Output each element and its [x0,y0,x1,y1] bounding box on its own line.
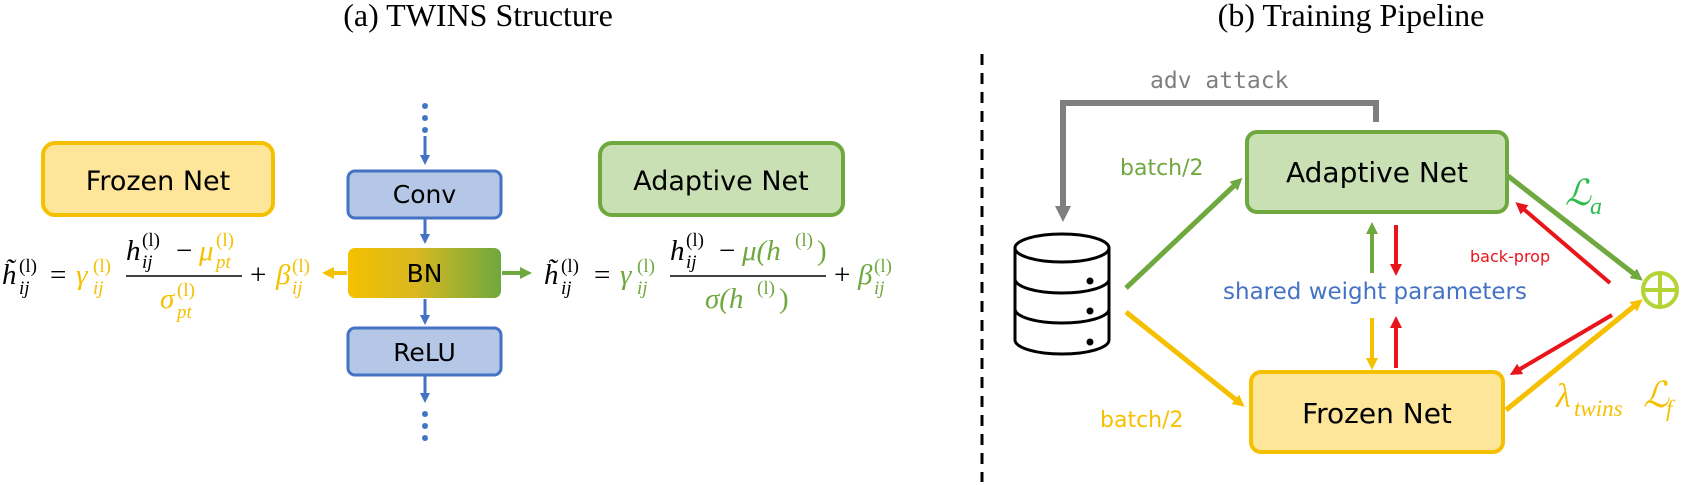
svg-text:σ(h: σ(h [705,283,743,315]
adaptive-bn-formula: h̃ (l) ij = γ (l) ij h (l) ij − μ(h (l) … [544,230,892,315]
svg-text:twins: twins [1574,396,1623,421]
svg-text:h: h [670,235,685,267]
svg-text:(l): (l) [757,278,775,299]
svg-text:=: = [594,259,610,291]
adaptive-net-box-left: Adaptive Net [598,141,845,217]
adaptive-net-label-right: Adaptive Net [1286,156,1468,189]
svg-text:a: a [1590,194,1602,220]
batch-arrow-to-adaptive [1124,177,1243,290]
svg-text:h: h [126,235,141,267]
svg-text:σ: σ [160,283,176,315]
svg-text:μ: μ [198,235,214,267]
svg-text:ij: ij [686,252,697,273]
svg-text:ij: ij [142,252,153,273]
svg-text:ij: ij [292,278,303,299]
frozen-net-box-right: Frozen Net [1249,370,1505,454]
pipeline-bottom-dots [422,411,428,441]
frozen-net-box-left: Frozen Net [41,141,275,217]
adv-attack-arrow [1055,100,1379,222]
database-icon [1013,232,1111,356]
pipeline-top-dots [422,103,428,133]
svg-text:ℒ: ℒ [1565,173,1592,213]
svg-text:pt: pt [214,252,232,273]
svg-text:β: β [275,259,291,291]
svg-text:(l): (l) [561,256,579,277]
frozen-to-sum-arrow [1504,299,1643,412]
svg-text:λ: λ [1555,378,1571,415]
frozen-net-label-right: Frozen Net [1302,397,1452,430]
backprop-arrow-adaptive [1515,202,1612,285]
sum-operator-icon [1641,271,1679,309]
svg-text:(l): (l) [93,256,111,277]
adv-attack-label: adv attack [1150,68,1289,94]
svg-text:ij: ij [93,278,104,299]
batch-top-label: batch/2 [1120,156,1204,181]
svg-text:μ(h: μ(h [741,235,781,267]
bn-label: BN [407,259,443,288]
loss-adaptive-label: ℒ a [1565,173,1602,220]
svg-text:γ: γ [76,259,89,291]
svg-text:(l): (l) [686,230,704,251]
svg-text:): ) [779,283,789,315]
frozen-net-label-left: Frozen Net [86,166,230,197]
bn-block: BN [348,248,501,298]
svg-text:ij: ij [874,278,885,299]
svg-text:−: − [176,235,192,267]
svg-text:ℒ: ℒ [1643,375,1670,415]
svg-text:f: f [1666,396,1676,421]
conv-block: Conv [346,169,503,220]
svg-text:(l): (l) [177,280,195,301]
svg-text:(l): (l) [292,256,310,277]
svg-text:ij: ij [637,278,648,299]
left-title: (a) TWINS Structure [343,0,613,33]
backprop-arrow-frozen [1509,313,1614,376]
svg-text:=: = [50,259,66,291]
batch-bottom-label: batch/2 [1100,408,1184,433]
svg-text:(l): (l) [795,230,813,251]
adaptive-net-box-right: Adaptive Net [1245,130,1509,214]
svg-text:(l): (l) [874,256,892,277]
svg-text:β: β [857,259,873,291]
loss-frozen-label: λ twins ℒ f [1555,375,1676,421]
svg-text:(l): (l) [19,256,37,277]
shared-weight-label: shared weight parameters [1223,279,1527,305]
svg-text:ij: ij [561,278,572,299]
frozen-bn-formula: h̃ (l) ij = γ (l) ij h (l) ij − μ (l) pt… [2,230,310,323]
batch-arrow-to-frozen [1124,310,1245,407]
svg-text:(l): (l) [142,230,160,251]
adaptive-to-sum-arrow [1506,174,1643,281]
svg-text:pt: pt [175,302,193,323]
right-title: (b) Training Pipeline [1218,0,1485,33]
svg-text:+: + [834,259,850,291]
svg-text:ij: ij [19,278,30,299]
svg-text:(l): (l) [637,256,655,277]
svg-text:−: − [719,235,735,267]
svg-text:h̃: h̃ [2,258,17,291]
relu-label: ReLU [393,338,456,367]
relu-block: ReLU [346,326,503,377]
conv-label: Conv [393,180,457,209]
svg-text:): ) [817,235,827,267]
svg-text:γ: γ [620,259,633,291]
adaptive-net-label-left: Adaptive Net [633,166,808,197]
back-prop-label: back-prop [1470,247,1550,266]
svg-text:+: + [250,259,266,291]
svg-text:h̃: h̃ [544,258,559,291]
svg-text:(l): (l) [216,230,234,251]
